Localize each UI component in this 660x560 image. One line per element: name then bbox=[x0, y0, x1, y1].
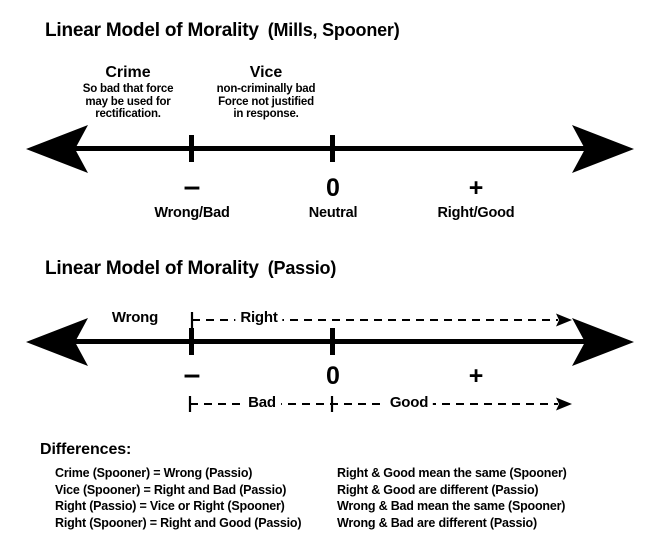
differences-right-column: Right & Good mean the same (Spooner) Rig… bbox=[337, 465, 567, 531]
section1-title: Linear Model of Morality (Mills, Spooner) bbox=[45, 20, 400, 42]
section1-title-parenthetical: (Mills, Spooner) bbox=[267, 20, 400, 40]
sign-positive: + bbox=[468, 362, 484, 390]
sign-zero: 0 bbox=[326, 174, 340, 202]
descriptor-crime: Crime So bad that force may be used for … bbox=[62, 64, 194, 121]
descriptor-vice: Vice non-criminally bad Force not justif… bbox=[198, 64, 334, 121]
axis-arrowhead-left-icon bbox=[26, 125, 88, 173]
axis-arrowhead-right-icon bbox=[572, 125, 634, 173]
sign-negative: – bbox=[183, 358, 201, 391]
difference-item: Crime (Spooner) = Wrong (Passio) bbox=[55, 466, 253, 480]
morality-axis-passio bbox=[0, 300, 660, 366]
descriptor-vice-gloss-2: Force not justified bbox=[218, 95, 314, 108]
range-label-good: Good bbox=[384, 395, 434, 411]
descriptor-vice-gloss-3: in response. bbox=[233, 108, 299, 120]
range-label-bad: Bad bbox=[243, 395, 281, 411]
section2-title-main: Linear Model of Morality bbox=[45, 258, 259, 279]
descriptor-crime-term: Crime bbox=[105, 64, 151, 81]
descriptor-crime-gloss-3: rectification. bbox=[95, 108, 161, 120]
axis-line bbox=[68, 146, 588, 151]
axis-tick-zero bbox=[330, 328, 335, 355]
sign-negative: – bbox=[183, 170, 201, 203]
morality-axis-spooner bbox=[0, 120, 660, 180]
section1-title-main: Linear Model of Morality bbox=[45, 20, 259, 41]
difference-item: Vice (Spooner) = Right and Bad (Passio) bbox=[55, 482, 287, 497]
range-label-wrong: Wrong bbox=[111, 309, 159, 326]
differences-left-column: Crime (Spooner) = Wrong (Passio) Vice (S… bbox=[55, 465, 302, 531]
difference-item: Right (Spooner) = Right and Good (Passio… bbox=[55, 515, 302, 530]
sign-zero: 0 bbox=[326, 362, 340, 390]
descriptor-vice-gloss-1: non-criminally bad bbox=[216, 83, 316, 95]
descriptor-vice-term: Vice bbox=[249, 64, 283, 81]
range-label-right: Right bbox=[235, 310, 283, 326]
range-bad-good-dashed-line bbox=[188, 396, 572, 412]
section2-title-parenthetical: (Passio) bbox=[267, 258, 337, 278]
descriptor-crime-gloss-1: So bad that force bbox=[82, 83, 174, 95]
difference-item: Right (Passio) = Vice or Right (Spooner) bbox=[55, 499, 285, 513]
difference-item: Wrong & Bad mean the same (Spooner) bbox=[337, 499, 566, 513]
section2-title: Linear Model of Morality (Passio) bbox=[45, 258, 336, 280]
axis-arrowhead-left-icon bbox=[26, 318, 88, 366]
difference-item: Right & Good mean the same (Spooner) bbox=[337, 466, 567, 480]
axis-label-neutral: Neutral bbox=[308, 205, 358, 221]
axis-tick-negative bbox=[189, 135, 194, 162]
descriptor-crime-gloss-2: may be used for bbox=[85, 95, 171, 108]
axis-label-wrong-bad: Wrong/Bad bbox=[154, 205, 230, 221]
difference-item: Right & Good are different (Passio) bbox=[337, 482, 539, 497]
axis-tick-negative bbox=[189, 328, 194, 355]
sign-positive: + bbox=[468, 174, 484, 202]
axis-line bbox=[68, 339, 588, 344]
difference-item: Wrong & Bad are different (Passio) bbox=[337, 515, 537, 530]
axis-tick-zero bbox=[330, 135, 335, 162]
differences-heading: Differences: bbox=[40, 441, 132, 458]
axis-label-right-good: Right/Good bbox=[437, 205, 515, 221]
axis-arrowhead-right-icon bbox=[572, 318, 634, 366]
